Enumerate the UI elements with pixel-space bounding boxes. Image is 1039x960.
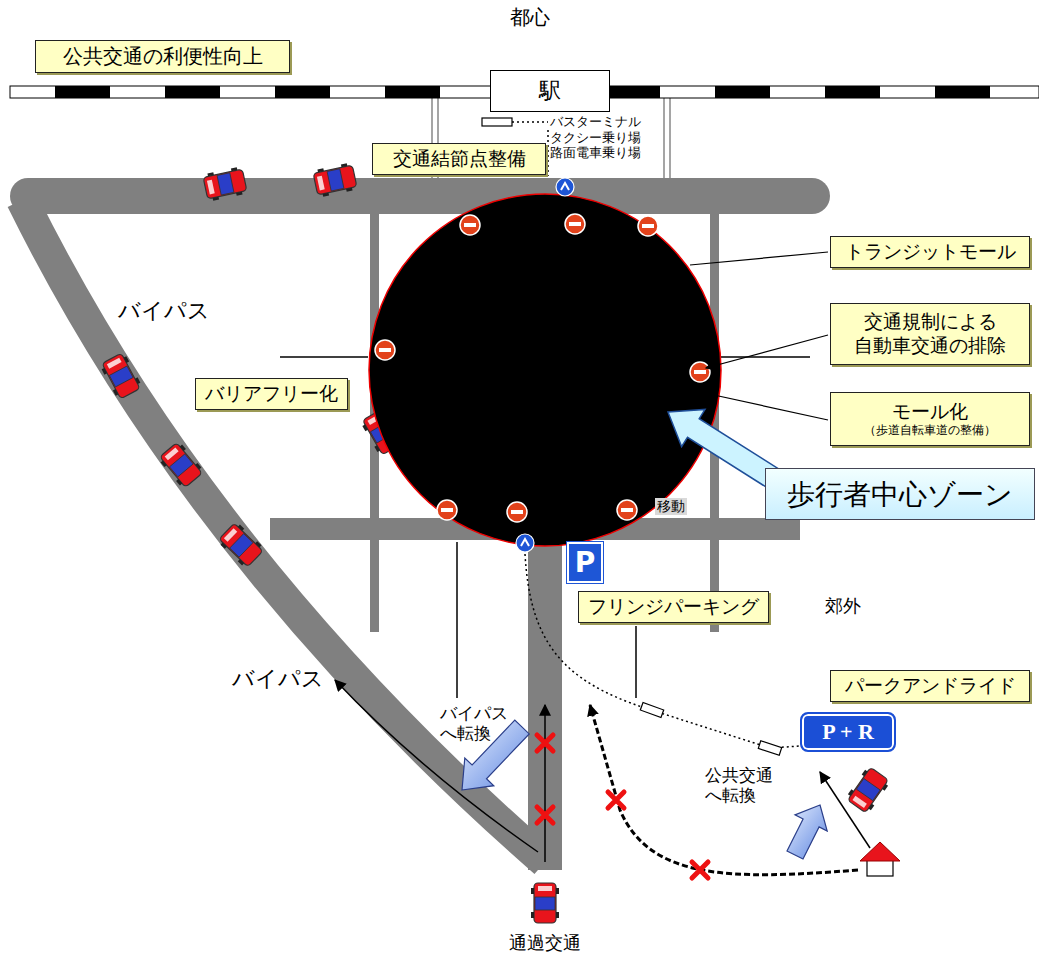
drawing-part	[516, 534, 534, 552]
measure-label-box: パークアンドライド	[830, 670, 1030, 702]
pedestrian-zone	[369, 194, 721, 546]
drawing-part	[820, 772, 870, 848]
drawing-part	[280, 356, 368, 358]
drawing-part	[525, 554, 800, 748]
node-text: （歩道自転車道の整備）	[864, 423, 996, 438]
zone-callout: 歩行者中心ゾーン	[765, 468, 1035, 520]
measure-label-box: 公共交通の利便性向上	[35, 40, 290, 73]
drawing-part	[640, 702, 663, 717]
node-text: バリアフリー化	[205, 382, 338, 406]
leader-lines	[690, 252, 828, 420]
parking-sign: P	[567, 542, 603, 583]
drawing-part	[845, 766, 891, 815]
roads	[10, 178, 830, 870]
drawing-part	[507, 502, 527, 522]
region-fill	[126, 35, 970, 695]
measure-label-box: フリンジパーキング	[578, 591, 769, 623]
cars	[99, 162, 891, 923]
map-label: 通過交通	[509, 932, 581, 954]
blocked-marks	[537, 735, 708, 878]
direction-signs	[516, 178, 574, 552]
drawing-part	[758, 741, 781, 755]
traffic-arrows	[335, 680, 870, 875]
measure-label-box: トランジットモール	[830, 236, 1030, 268]
drawing-part	[99, 352, 143, 400]
shift-arrows	[462, 720, 827, 859]
map-label: バイパス へ転換	[440, 703, 508, 744]
node-text: パークアンドライド	[845, 674, 1016, 698]
drawing-part	[544, 705, 546, 862]
drawing-part	[867, 860, 893, 876]
node-text: 歩行者中心ゾーン	[787, 477, 1013, 512]
drawing-part	[537, 735, 553, 751]
no-entry-signs	[375, 214, 710, 522]
map-label: バイパス	[118, 298, 210, 324]
drawing-part	[860, 842, 900, 861]
measure-label-box: 交通規制による 自動車交通の排除	[830, 303, 1030, 365]
drawing-part	[203, 166, 248, 202]
map-label: 移動	[655, 498, 687, 515]
drawing-part	[565, 214, 585, 234]
node-text: 公共交通の利便性向上	[63, 44, 263, 69]
node-text: モール化	[892, 400, 968, 424]
drawing-part	[692, 862, 708, 878]
drawing-part	[635, 626, 637, 698]
map-label: バイパス	[232, 666, 324, 692]
region-fill	[645, 555, 1039, 960]
drawing-part	[556, 178, 574, 196]
bus-route	[512, 122, 800, 748]
drawing-part	[714, 395, 828, 420]
bus-terminal	[482, 118, 512, 126]
node-text: P + R	[822, 718, 874, 746]
drawing-part	[608, 792, 624, 808]
measure-label-box: モール化（歩道自転車道の整備）	[830, 392, 1030, 446]
drawing-part	[537, 807, 553, 823]
drawing-part	[375, 340, 395, 360]
drawing-part	[690, 362, 710, 382]
drawing-part	[720, 356, 810, 358]
region-heading: 都心	[510, 5, 550, 30]
node-text: 交通結節点整備	[393, 147, 526, 171]
drawing-part	[787, 805, 827, 859]
drawing-part	[335, 680, 538, 852]
map-label: 公共交通 へ転換	[705, 765, 773, 806]
drawing-part	[10, 178, 830, 214]
drawing-part	[157, 441, 204, 490]
node-text: トランジットモール	[845, 240, 1016, 264]
station-box: 駅	[490, 70, 610, 112]
drawing-part	[547, 130, 549, 176]
drawing-part	[437, 500, 457, 520]
drawing-part	[460, 215, 480, 235]
map-label: バスターミナル タクシー乗り場 路面電車乗り場	[550, 114, 641, 161]
node-text: フリンジパーキング	[588, 595, 759, 619]
drawing-part	[528, 530, 562, 870]
drawing-part	[690, 252, 828, 265]
node-text: 駅	[539, 77, 561, 105]
measure-label-box: バリアフリー化	[195, 378, 348, 410]
drawing-part	[456, 542, 458, 698]
park-and-ride-sign: P + R	[800, 712, 896, 752]
drawing-part	[638, 216, 658, 236]
region-heading: 郊外	[825, 595, 861, 618]
drawing-part	[512, 121, 548, 123]
drawing-part	[706, 335, 828, 368]
house	[860, 842, 900, 876]
measure-label-box: 交通結節点整備	[372, 143, 546, 175]
drawing-part	[617, 500, 637, 520]
node-text: P	[575, 545, 596, 580]
drawing-part	[217, 521, 265, 569]
node-text: 交通規制による 自動車交通の排除	[854, 310, 1006, 358]
buses	[640, 702, 781, 755]
drawing-part	[313, 162, 358, 198]
drawing-part	[531, 883, 559, 923]
